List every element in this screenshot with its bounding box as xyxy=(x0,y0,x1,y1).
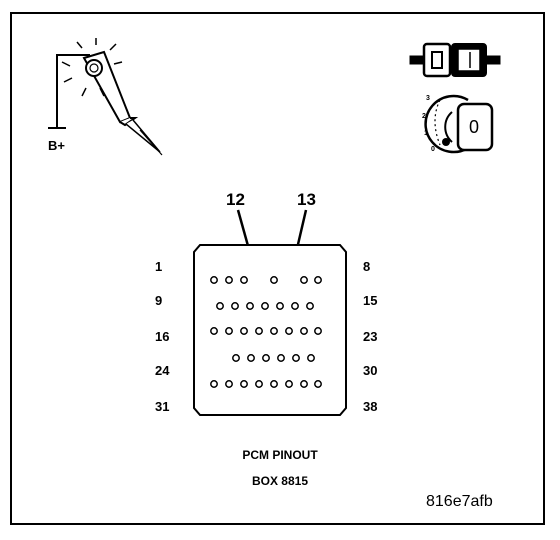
pin-cavity xyxy=(270,327,278,335)
pin-label-left-9: 9 xyxy=(155,293,163,308)
ignition-switch-icon xyxy=(424,94,494,154)
diagram-frame xyxy=(10,12,545,525)
pin-cavity xyxy=(270,276,278,284)
pin-cavity xyxy=(261,302,269,310)
pin-cavity xyxy=(300,380,308,388)
supply-label: B+ xyxy=(48,138,65,153)
ignition-pos-0: 0 xyxy=(431,146,435,153)
pin-label-left-1: 1 xyxy=(155,259,163,274)
pin-label-left-16: 16 xyxy=(155,329,170,344)
ignition-key-label: 0 xyxy=(469,117,480,137)
callout-13: 13 xyxy=(297,190,316,209)
caption-title: PCM PINOUT xyxy=(242,448,318,462)
ignition-pos-3: 3 xyxy=(426,95,430,102)
pin-cavity xyxy=(285,380,293,388)
pin-cavity xyxy=(225,276,233,284)
pin-label-right-30: 30 xyxy=(363,363,378,378)
pin-cavity xyxy=(240,276,248,284)
connector-icon xyxy=(409,42,501,78)
caption-box: BOX 8815 xyxy=(251,474,309,488)
connector-pins xyxy=(210,276,322,388)
pin-cavity xyxy=(314,327,322,335)
ignition-pos-1: 1 xyxy=(424,130,428,137)
pin-cavity xyxy=(292,354,300,362)
pin-cavity xyxy=(210,276,218,284)
pin-label-left-24: 24 xyxy=(155,363,170,378)
pin-cavity xyxy=(232,354,240,362)
pin-cavity xyxy=(262,354,270,362)
pin-cavity xyxy=(277,354,285,362)
pin-label-right-8: 8 xyxy=(363,259,371,274)
pin-cavity xyxy=(225,380,233,388)
pin-cavity xyxy=(247,354,255,362)
pin-cavity xyxy=(314,276,322,284)
pin-cavity xyxy=(307,354,315,362)
pin-cavity xyxy=(231,302,239,310)
pin-cavity xyxy=(225,327,233,335)
pin-cavity xyxy=(300,327,308,335)
pin-label-right-15: 15 xyxy=(363,293,378,308)
pin-cavity xyxy=(276,302,284,310)
pin-cavity xyxy=(300,276,308,284)
pin-label-right-38: 38 xyxy=(363,399,378,414)
pin-cavity xyxy=(255,327,263,335)
pin-cavity xyxy=(240,327,248,335)
reference-code: 816e7afb xyxy=(426,493,493,510)
pin-cavity xyxy=(210,380,218,388)
pin-cavity xyxy=(291,302,299,310)
ignition-pos-2: 2 xyxy=(422,113,426,120)
pin-cavity xyxy=(306,302,314,310)
pin-cavity xyxy=(240,380,248,388)
pin-cavity xyxy=(210,327,218,335)
pin-cavity xyxy=(255,380,263,388)
pin-label-left-31: 31 xyxy=(155,399,170,414)
pin-cavity xyxy=(314,380,322,388)
pin-cavity xyxy=(285,327,293,335)
pin-cavity xyxy=(216,302,224,310)
pcm-connector-body xyxy=(193,244,347,416)
callout-12: 12 xyxy=(226,190,245,209)
test-light-icon xyxy=(48,38,163,156)
pin-label-right-23: 23 xyxy=(363,329,378,344)
pin-cavity xyxy=(246,302,254,310)
pin-cavity xyxy=(270,380,278,388)
